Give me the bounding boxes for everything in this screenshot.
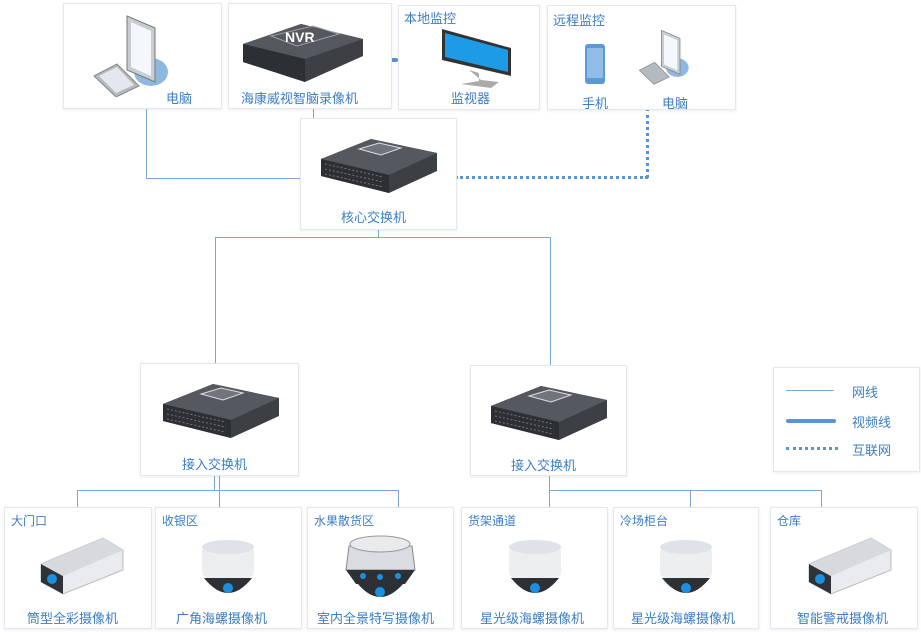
phone-icon [585,44,605,84]
legend-label: 网线 [852,386,879,401]
cable-cam [821,490,822,507]
cable-cam [690,490,691,507]
cable-core-bus [215,237,550,238]
computer-icon [93,15,168,97]
camera-label: 室内全景特写摄像机 [317,612,435,627]
cable-pc-core [146,107,147,179]
camera-label: 广角海螺摄像机 [176,612,268,627]
phone-label: 手机 [582,97,609,112]
switch-icon [321,139,437,193]
legend-dashed-line [786,447,838,450]
camera-area: 大门口 [11,514,48,528]
internet-link [455,176,648,179]
camera-area: 收银区 [162,514,199,528]
camera-area: 水果散货区 [314,514,375,528]
camera-node[interactable]: 水果散货区 室内全景特写摄像机 [307,507,454,629]
dome-camera-icon [202,540,254,593]
cable-access-left-bus [77,490,399,491]
cable-access-left-down [214,474,215,490]
nvr-badge: NVR [285,29,315,45]
cable-access-right-bus [549,490,822,491]
camera-node[interactable]: 仓库 智能警戒摄像机 [770,507,918,629]
panoramic-camera-icon [345,535,416,597]
legend: 网线 视频线 互联网 [773,367,920,472]
access-switch-right[interactable]: 接入交换机 [470,365,627,476]
local-monitor-title: 本地监控 [404,12,457,27]
remote-pc-label: 电脑 [662,97,689,112]
camera-area: 货架通道 [468,514,517,528]
camera-area: 仓库 [777,514,802,528]
access-switch-label: 接入交换机 [182,458,248,473]
cable-cam [77,490,78,507]
nvr-icon [243,24,363,82]
cable-core-down [378,228,379,237]
legend-label: 互联网 [852,444,892,459]
pc-label: 电脑 [166,92,193,107]
access-switch-label: 接入交换机 [511,459,577,474]
nvr-label: 海康威视智脑录像机 [241,92,359,107]
legend-label: 视频线 [852,416,892,431]
computer-icon [638,29,689,85]
remote-monitor-title: 远程监控 [553,14,606,29]
camera-area: 冷场柜台 [620,514,669,528]
cable-cam [398,490,399,507]
cable-cam [219,474,220,507]
core-switch-label: 核心交换机 [341,211,407,226]
cable-cam [549,474,550,507]
camera-label: 星光级海螺摄像机 [631,612,736,627]
bullet-camera-icon [808,537,892,595]
cable-core-access-right [550,237,551,365]
camera-node[interactable]: 货架通道 星光级海螺摄像机 [461,507,608,629]
cable-core-access-left [215,237,216,363]
pc-node[interactable]: 电脑 [63,3,222,109]
monitor-icon [442,29,511,88]
local-monitor-node[interactable]: 本地监控 监视器 [398,5,540,110]
monitor-label: 监视器 [451,92,491,107]
bullet-camera-icon [40,537,124,595]
dome-camera-icon [509,540,561,593]
access-switch-left[interactable]: 接入交换机 [140,363,299,476]
camera-label: 智能警戒摄像机 [797,612,889,627]
legend-thick-line [786,419,836,423]
internet-link [646,108,649,178]
core-switch-node[interactable]: 核心交换机 [300,118,457,230]
camera-label: 筒型全彩摄像机 [27,612,119,627]
camera-node[interactable]: 大门口 筒型全彩摄像机 [4,507,152,629]
camera-node[interactable]: 冷场柜台 星光级海螺摄像机 [613,507,759,629]
camera-label: 星光级海螺摄像机 [480,612,585,627]
camera-node[interactable]: 收银区 广角海螺摄像机 [155,507,302,629]
switch-icon [163,384,279,438]
switch-icon [491,386,607,440]
cable-nvr-core [313,107,314,119]
legend-thin-line [786,390,834,391]
nvr-node[interactable]: NVR 海康威视智脑录像机 [228,3,392,109]
dome-camera-icon [660,540,712,593]
cable-pc-core [146,178,301,179]
remote-monitor-node[interactable]: 远程监控 手机 电脑 [547,5,736,112]
